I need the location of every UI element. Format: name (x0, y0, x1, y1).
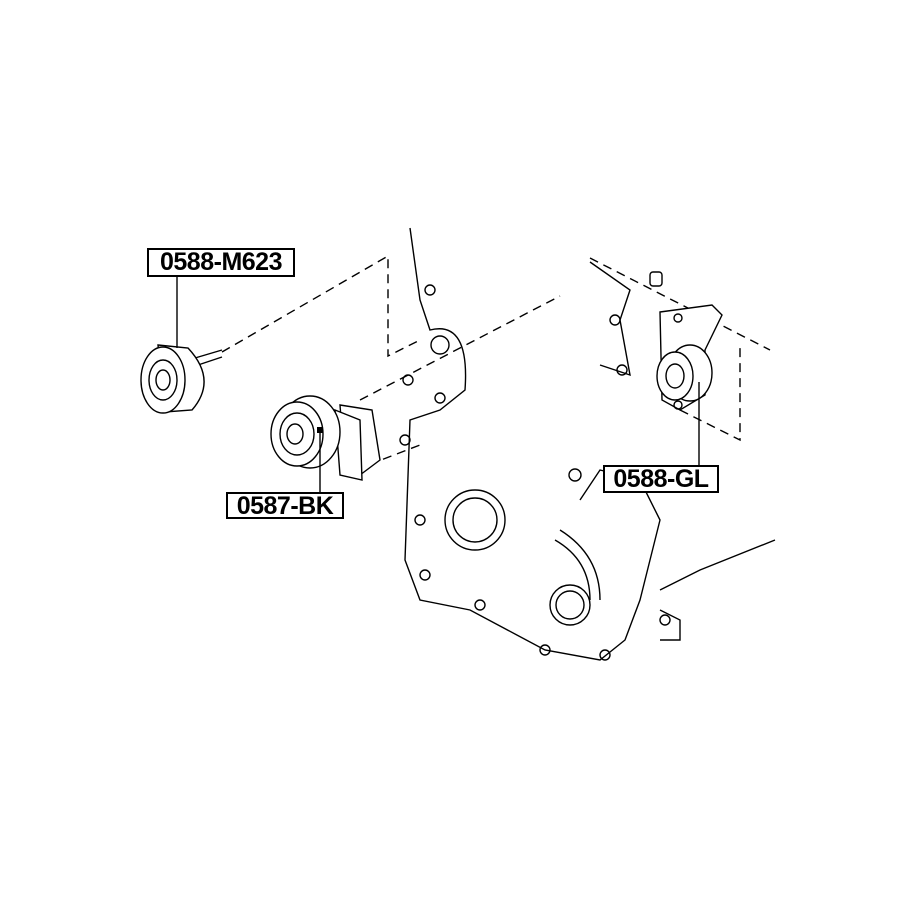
leader-lines (176, 277, 700, 492)
idler-pulley-drawing (140, 344, 223, 414)
assembly-guide-lines (221, 254, 771, 471)
tensioner-bk-drawing (270, 395, 381, 481)
engine-block-right (589, 261, 663, 377)
part-label-0588-m623[interactable]: 0588-M623 (147, 248, 295, 277)
tensioner-gl-drawing (656, 304, 723, 411)
part-label-0588-gl[interactable]: 0588-GL (603, 465, 719, 493)
timing-cover (399, 227, 776, 661)
part-label-0587-bk[interactable]: 0587-BK (226, 492, 344, 519)
